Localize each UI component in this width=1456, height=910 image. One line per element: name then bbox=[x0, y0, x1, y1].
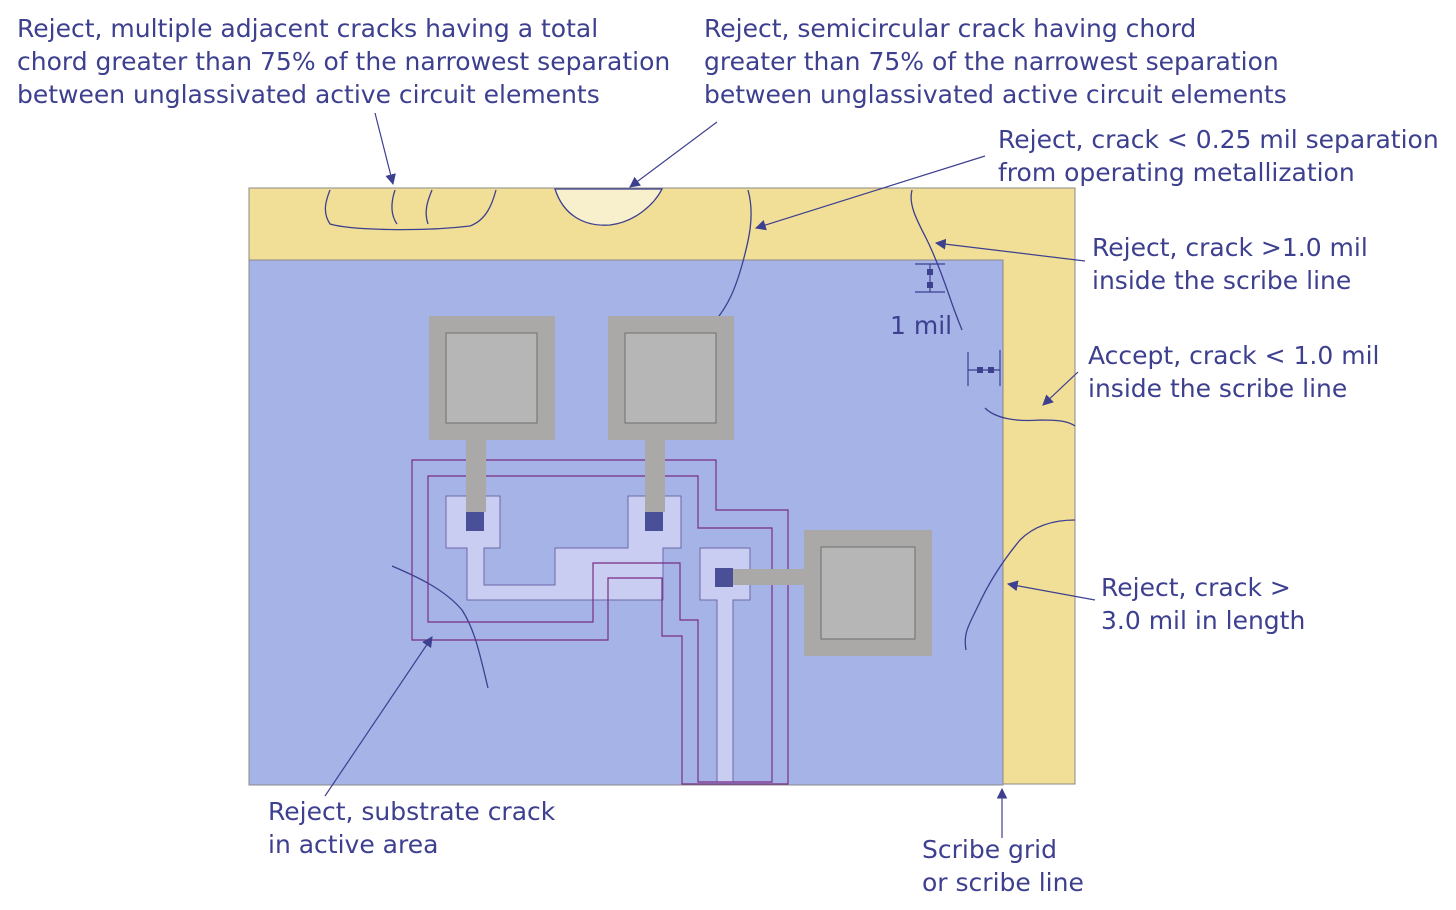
bond-pad-middle bbox=[608, 316, 734, 531]
annotation-semicircular: Reject, semicircular crack having chord … bbox=[704, 14, 1287, 109]
annotation-length-reject: Reject, crack > 3.0 mil in length bbox=[1101, 573, 1305, 635]
leader-semicircular bbox=[629, 121, 718, 188]
annotation-scribe-grid: Scribe grid or scribe line bbox=[922, 835, 1084, 897]
contact-middle bbox=[645, 512, 663, 531]
contact-right bbox=[715, 568, 733, 587]
dimension-horizontal bbox=[967, 350, 1001, 386]
leader-inside-scribe-accept bbox=[1042, 371, 1079, 406]
diffusion-outlines bbox=[411, 459, 789, 785]
bond-pad-right bbox=[715, 530, 932, 656]
dimension-label: 1 mil bbox=[890, 311, 952, 340]
leader-metallization bbox=[754, 155, 986, 231]
dimension-vertical-1-mil bbox=[915, 263, 945, 293]
annotation-multi-cracks: Reject, multiple adjacent cracks having … bbox=[17, 14, 678, 109]
metallization-crack bbox=[715, 189, 752, 321]
bond-pad-left bbox=[429, 316, 555, 531]
leader-multi-cracks bbox=[374, 112, 396, 186]
annotation-inside-scribe-accept: Accept, crack < 1.0 mil inside the scrib… bbox=[1088, 341, 1387, 403]
leader-inside-scribe-reject bbox=[934, 238, 1086, 262]
accept-crack bbox=[984, 407, 1076, 427]
leader-length-reject bbox=[1006, 580, 1096, 601]
annotation-substrate: Reject, substrate crack in active area bbox=[268, 797, 563, 859]
annotation-inside-scribe-reject: Reject, crack >1.0 mil inside the scribe… bbox=[1092, 233, 1376, 295]
long-crack bbox=[964, 519, 1076, 651]
annotation-metallization: Reject, crack < 0.25 mil separation from… bbox=[998, 125, 1447, 187]
contact-left bbox=[466, 512, 484, 531]
semicircular-crack bbox=[554, 188, 664, 226]
multiple-adjacent-cracks bbox=[324, 189, 497, 231]
leader-substrate bbox=[324, 636, 433, 797]
substrate-crack bbox=[391, 565, 489, 689]
